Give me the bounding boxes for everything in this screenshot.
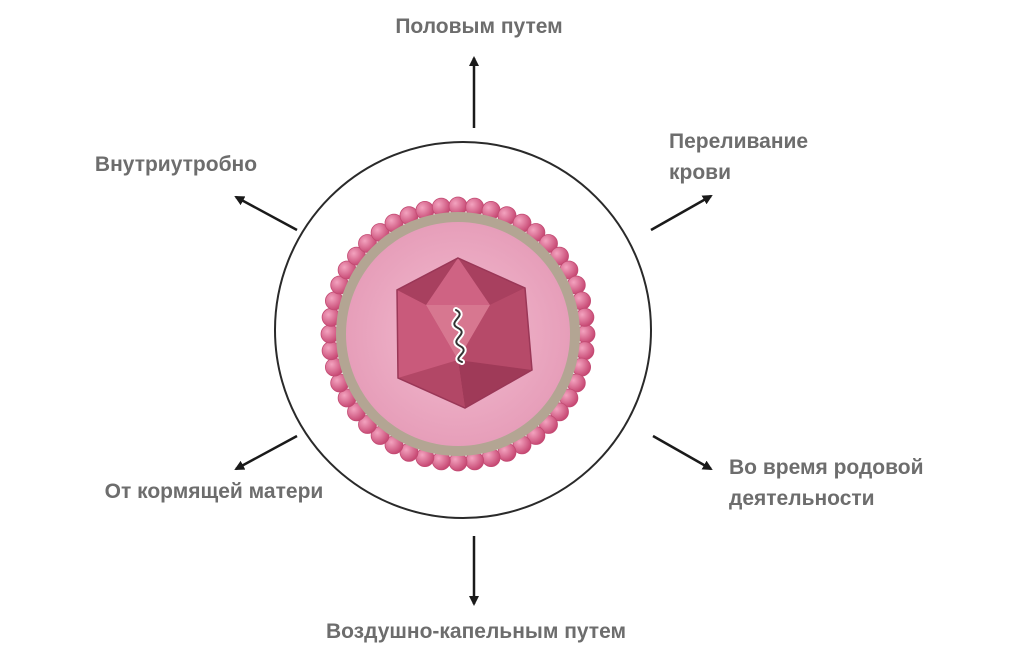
- arrow-labor: [652, 434, 713, 471]
- label-transfusion-line-2: крови: [669, 161, 731, 184]
- arrow-breastfeeding: [234, 434, 298, 471]
- label-transfusion: Переливание крови: [669, 126, 808, 188]
- label-labor-line-2: деятельности: [729, 487, 875, 510]
- arrow-intrauterine: [234, 195, 298, 232]
- label-intrauterine: Внутриутробно: [94, 153, 258, 176]
- label-airborne: Воздушно-капельным путем: [325, 620, 627, 643]
- arrow-transfusion: [650, 194, 713, 232]
- label-transfusion-line-1: Переливание: [669, 130, 809, 153]
- label-labor: Во время родовой деятельности: [729, 452, 924, 514]
- label-sexual: Половым путем: [395, 15, 563, 38]
- label-labor-line-1: Во время родовой: [729, 456, 924, 479]
- virus-particle-icon: [320, 196, 596, 472]
- label-breastfeeding: От кормящей матери: [104, 480, 324, 503]
